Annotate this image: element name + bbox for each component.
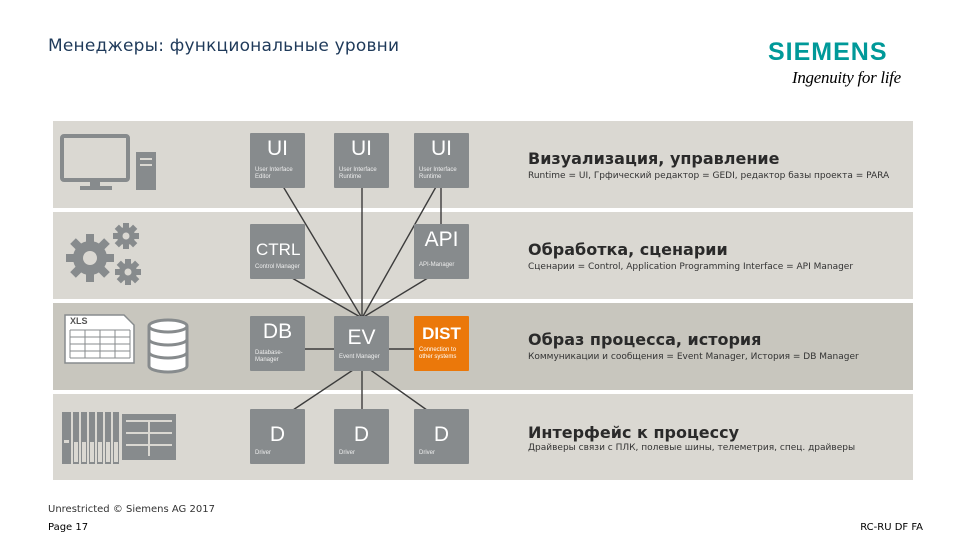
ev-box: EV Event Manager [334, 316, 389, 371]
box-sublabel: API-Manager [419, 262, 455, 268]
ui-runtime-box-2: UI User Interface Runtime [414, 133, 469, 188]
box-sublabel: Connection to other systems [419, 347, 457, 360]
box-sublabel: Driver [255, 450, 271, 456]
database-icon [147, 318, 189, 374]
row-process-image [53, 303, 913, 390]
row-1-heading: Визуализация, управление [528, 149, 780, 168]
row-4-heading: Интерфейс к процессу [528, 423, 740, 442]
box-sublabel: Event Manager [339, 354, 380, 360]
box-label: D [433, 423, 450, 446]
row-3-description: Коммуникации и сообщения = Event Manager… [528, 352, 859, 362]
dist-box: DIST Connection to other systems [414, 316, 469, 371]
box-label: UI [267, 137, 288, 160]
logo-tagline: Ingenuity for life [792, 68, 901, 87]
document-code: RC-RU DF FA [860, 522, 923, 533]
box-label: CTRL [256, 240, 301, 259]
api-box: API API-Manager [414, 224, 469, 279]
row-4-description: Драйверы связи с ПЛК, полевые шины, теле… [528, 443, 856, 453]
driver-box-2: D Driver [334, 409, 389, 464]
ui-runtime-box-1: UI User Interface Runtime [334, 133, 389, 188]
ctrl-box: CTRL Control Manager [250, 224, 305, 279]
siemens-logo: SIEMENS [768, 38, 888, 66]
driver-box-3: D Driver [414, 409, 469, 464]
page-title: Менеджеры: функциональные уровни [48, 36, 400, 56]
row-visualization [53, 121, 913, 208]
box-sublabel: User Interface Runtime [419, 167, 457, 180]
box-label: UI [351, 137, 372, 160]
box-sublabel: Database-Manager [255, 350, 283, 363]
ui-editor-box: UI User Interface Editor [250, 133, 305, 188]
row-1-description: Runtime = UI, Грфический редактор = GEDI… [528, 171, 890, 181]
driver-box-1: D Driver [250, 409, 305, 464]
box-sublabel: User Interface Editor [255, 167, 293, 180]
box-label: D [353, 423, 370, 446]
box-label: DIST [422, 324, 461, 343]
plc-hardware-icon [62, 412, 176, 464]
row-2-heading: Обработка, сценарии [528, 240, 728, 259]
db-box: DB Database-Manager [250, 316, 305, 371]
row-processing [53, 212, 913, 299]
xls-label: XLS [70, 316, 88, 326]
box-label: API [424, 228, 459, 251]
spreadsheet-icon: XLS [64, 314, 136, 364]
box-sublabel: Driver [419, 450, 435, 456]
row-2-description: Сценарии = Control, Application Programm… [528, 262, 854, 272]
box-label: EV [347, 326, 376, 349]
box-label: UI [431, 137, 452, 160]
row-process-interface [53, 394, 913, 480]
page-number: Page 17 [48, 522, 89, 533]
box-sublabel: Control Manager [255, 264, 300, 270]
gears-icon [66, 223, 141, 285]
box-label: DB [262, 320, 293, 343]
row-3-heading: Образ процесса, история [528, 330, 762, 349]
box-sublabel: Driver [339, 450, 355, 456]
copyright-text: Unrestricted © Siemens AG 2017 [48, 504, 215, 515]
box-sublabel: User Interface Runtime [339, 167, 377, 180]
computer-icon [60, 134, 156, 190]
box-label: D [269, 423, 286, 446]
